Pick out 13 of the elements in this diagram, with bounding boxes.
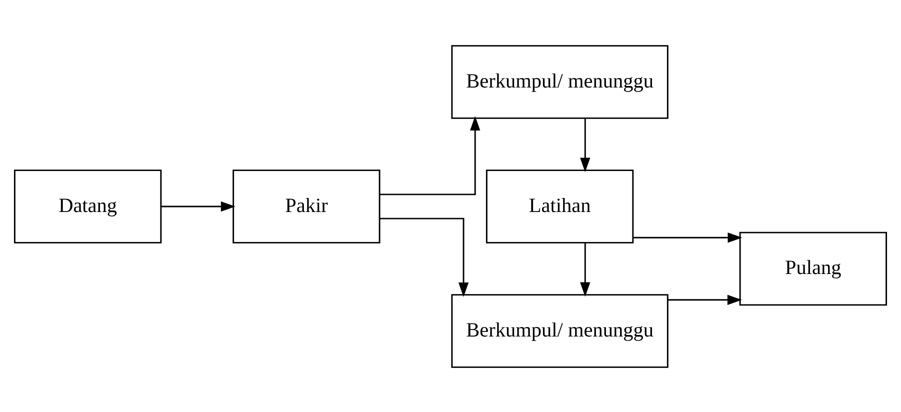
arrow [161,200,236,212]
node-box: Datang [14,169,162,243]
arrow [668,294,742,304]
node-box: Berkumpul/ menunggu [451,294,668,368]
arrow [633,232,742,242]
node-box: Pulang [739,231,888,306]
arrow [580,118,590,172]
node-box: Latihan [486,169,634,243]
node-box: Berkumpul/ menunggu [451,44,668,118]
node-box: Pakir [232,169,380,243]
arrow [580,242,590,296]
arrow [380,217,469,296]
arrow [380,116,480,195]
